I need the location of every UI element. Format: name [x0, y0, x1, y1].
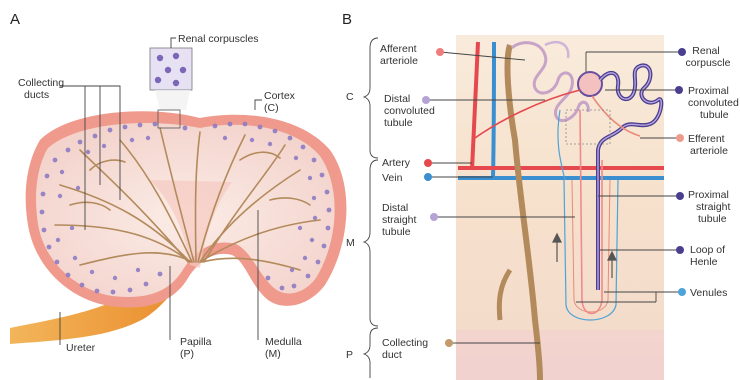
label-papilla-2: (P): [180, 348, 194, 360]
label-cortex-2: (C): [264, 102, 279, 114]
label-proximal-straight-2: straight: [696, 201, 731, 213]
label-vein: Vein: [382, 172, 403, 184]
label-proximal-convoluted-2: convoluted: [688, 97, 739, 109]
label-distal-straight-1: Distal: [382, 202, 408, 214]
label-ureter: Ureter: [66, 342, 96, 354]
zone-label-p: P: [346, 349, 353, 361]
label-efferent-2: arteriole: [690, 145, 728, 157]
label-collecting-ducts-2: ducts: [24, 89, 49, 101]
label-loop-of-henle-2: Henle: [690, 256, 718, 268]
label-distal-convoluted-2: convoluted: [384, 105, 435, 117]
label-afferent-1: Afferent: [380, 43, 417, 55]
zone-label-m: M: [346, 237, 355, 249]
label-medulla-1: Medulla: [265, 336, 302, 348]
label-collecting-ducts-1: Collecting: [18, 77, 64, 89]
label-proximal-convoluted-1: Proximal: [688, 85, 729, 97]
label-cortex-1: Cortex: [264, 90, 296, 102]
vein-vertical: [493, 42, 494, 178]
label-distal-convoluted-3: tubule: [384, 117, 413, 129]
label-collecting-duct-1: Collecting: [382, 337, 428, 349]
label-renal-corpuscle-2: corpuscle: [686, 57, 731, 69]
label-venules: Venules: [690, 287, 727, 299]
label-artery: Artery: [382, 157, 411, 169]
papilla-zone-bg: [456, 330, 664, 380]
zone-label-c: C: [346, 91, 354, 103]
inset-projection: [155, 90, 190, 110]
label-proximal-straight-1: Proximal: [688, 189, 729, 201]
renal-corpuscle-b: [578, 72, 602, 96]
label-distal-straight-2: straight: [382, 214, 417, 226]
label-medulla-2: (M): [265, 348, 281, 360]
label-proximal-convoluted-3: tubule: [700, 109, 729, 121]
label-proximal-straight-3: tubule: [698, 213, 727, 225]
tissue-background: [456, 35, 664, 380]
label-afferent-2: arteriole: [380, 55, 418, 67]
label-renal-corpuscles: Renal corpuscles: [178, 33, 259, 45]
zone-braces: [364, 38, 378, 378]
label-collecting-duct-2: duct: [382, 349, 402, 361]
label-renal-corpuscle-1: Renal: [692, 45, 719, 57]
label-distal-convoluted-1: Distal: [384, 93, 410, 105]
label-distal-straight-3: tubule: [382, 226, 411, 238]
label-loop-of-henle-1: Loop of: [690, 244, 725, 256]
label-papilla-1: Papilla: [180, 336, 212, 348]
panel-b-letter: B: [342, 11, 352, 28]
panel-a-letter: A: [10, 11, 20, 28]
label-efferent-1: Efferent: [688, 133, 725, 145]
